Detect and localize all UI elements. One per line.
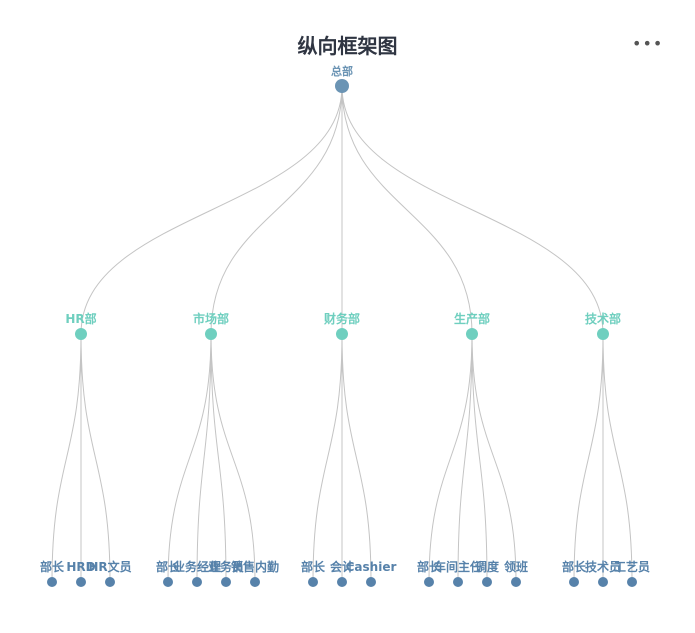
more-icon[interactable]: ••• [632,34,664,53]
diagram-title: 纵向框架图 [297,34,398,58]
link-dept-1-staff-0 [167,333,212,583]
staff-node-2-0-dot[interactable] [308,577,318,587]
link-root-dept-3 [341,85,473,335]
dept-node-1-label: 市场部 [193,311,229,326]
staff-node-4-2-dot[interactable] [627,577,637,587]
link-dept-1-staff-1 [196,333,212,583]
staff-node-1-0-dot[interactable] [163,577,173,587]
staff-node-0-2-label: HR文员 [88,559,131,574]
link-dept-3-staff-3 [471,333,517,583]
tree-links [51,85,633,583]
dept-node-2-dot[interactable] [336,328,348,340]
staff-node-4-0-label: 部长 [562,559,587,574]
staff-node-4-1-label: 技术员 [585,559,621,574]
root-node-label: 总部 [331,64,353,78]
staff-node-2-1-label: 会计 [330,559,354,574]
staff-node-3-3-dot[interactable] [511,577,521,587]
dept-node-2-label: 财务部 [323,311,360,326]
link-dept-2-staff-0 [312,333,343,583]
staff-node-0-2-dot[interactable] [105,577,115,587]
staff-node-4-2-label: 工艺员 [614,559,650,574]
dept-node-1-dot[interactable] [205,328,217,340]
staff-node-1-2-label: 业务员 [208,559,244,574]
staff-node-4-0-dot[interactable] [569,577,579,587]
link-root-dept-0 [80,85,343,335]
staff-node-3-2-dot[interactable] [482,577,492,587]
staff-node-3-3-label: 领班 [504,559,528,574]
link-dept-0-staff-2 [80,333,111,583]
link-dept-2-staff-2 [341,333,372,583]
link-dept-3-staff-2 [471,333,488,583]
staff-node-2-1-dot[interactable] [337,577,347,587]
staff-node-2-0-label: 部长 [301,559,326,574]
staff-node-3-1-label: 车间主任 [434,559,482,574]
staff-node-1-3-label: 销售内勤 [231,559,279,574]
staff-node-3-0-label: 部长 [417,559,442,574]
staff-node-1-3-dot[interactable] [250,577,260,587]
staff-node-0-1-dot[interactable] [76,577,86,587]
link-dept-4-staff-2 [602,333,633,583]
staff-node-1-0-label: 部长 [156,559,181,574]
dept-node-4-dot[interactable] [597,328,609,340]
staff-node-3-1-dot[interactable] [453,577,463,587]
staff-node-2-2-dot[interactable] [366,577,376,587]
dept-node-4-label: 技术部 [585,311,621,326]
staff-node-3-0-dot[interactable] [424,577,434,587]
dept-node-0-label: HR部 [65,311,96,326]
link-root-dept-4 [341,85,604,335]
staff-node-1-1-dot[interactable] [192,577,202,587]
staff-node-2-2-label: Cashier [346,560,397,574]
dept-node-3-label: 生产部 [454,311,490,326]
staff-node-1-1-label: 业务经理 [173,559,221,574]
staff-node-4-1-dot[interactable] [598,577,608,587]
staff-node-1-2-dot[interactable] [221,577,231,587]
dept-node-0-dot[interactable] [75,328,87,340]
link-dept-1-staff-2 [210,333,227,583]
staff-node-0-1-label: HRD [66,560,95,574]
link-root-dept-1 [210,85,343,335]
link-dept-0-staff-0 [51,333,82,583]
dept-node-3-dot[interactable] [466,328,478,340]
staff-node-3-2-label: 调度 [475,559,500,574]
link-dept-3-staff-0 [428,333,473,583]
staff-node-0-0-label: 部长 [40,559,65,574]
root-node-dot[interactable] [335,79,349,93]
link-dept-4-staff-0 [573,333,604,583]
staff-node-0-0-dot[interactable] [47,577,57,587]
link-dept-3-staff-1 [457,333,473,583]
link-dept-1-staff-3 [210,333,256,583]
